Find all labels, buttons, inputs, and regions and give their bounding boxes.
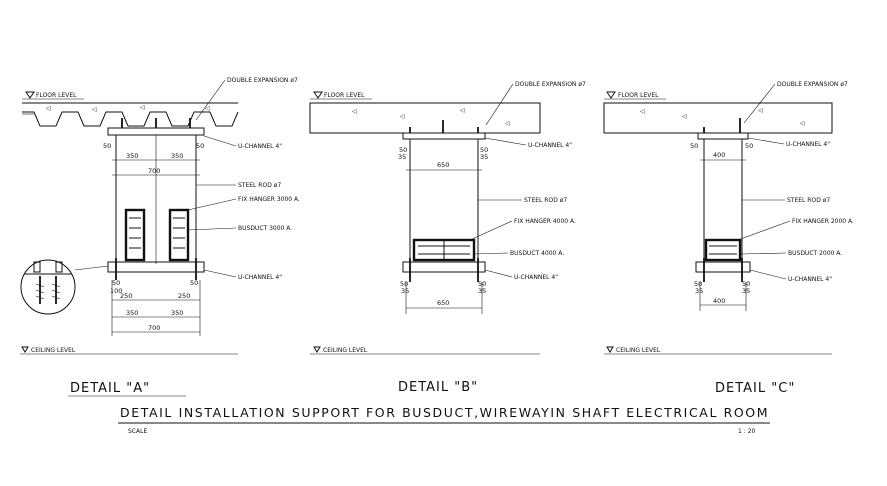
svg-text:◁: ◁ xyxy=(352,108,357,115)
level-marker-icon xyxy=(25,91,35,99)
svg-text:400: 400 xyxy=(713,297,725,305)
svg-text:◁: ◁ xyxy=(92,106,97,113)
svg-text:U-CHANNEL 4": U-CHANNEL 4" xyxy=(238,274,282,281)
svg-text:50: 50 xyxy=(400,280,408,288)
detail-c-title: DETAIL "C" xyxy=(715,381,795,396)
level-marker-icon xyxy=(606,91,616,99)
detail-c: FLOOR LEVEL ◁◁◁◁ 400 50 50 50 35 50 35 4… xyxy=(603,81,854,396)
svg-text:50: 50 xyxy=(103,142,111,150)
detail-b: FLOOR LEVEL ◁◁◁◁ 50 35 50 35 650 50 35 5… xyxy=(309,81,586,395)
level-marker-icon xyxy=(606,346,614,353)
svg-text:FIX HANGER 3000 A.: FIX HANGER 3000 A. xyxy=(238,196,300,203)
svg-text:FIX HANGER 4000 A.: FIX HANGER 4000 A. xyxy=(514,218,576,225)
svg-text:250: 250 xyxy=(178,292,190,300)
level-marker-icon xyxy=(313,346,321,353)
svg-text:BUSDUCT 2000 A.: BUSDUCT 2000 A. xyxy=(788,250,842,257)
svg-text:350: 350 xyxy=(126,309,138,317)
svg-text:DOUBLE EXPANSION ø7: DOUBLE EXPANSION ø7 xyxy=(227,77,298,84)
floor-level-label: FLOOR LEVEL xyxy=(324,92,365,99)
svg-text:50: 50 xyxy=(112,279,120,287)
svg-text:650: 650 xyxy=(437,161,449,169)
svg-text:35: 35 xyxy=(398,153,406,161)
svg-text:50: 50 xyxy=(190,279,198,287)
drawing-title: DETAIL INSTALLATION SUPPORT FOR BUSDUCT,… xyxy=(120,405,769,420)
floor-level-label: FLOOR LEVEL xyxy=(618,92,659,99)
u-channel-bottom xyxy=(107,261,205,273)
svg-text:BUSDUCT 4000 A.: BUSDUCT 4000 A. xyxy=(510,250,564,257)
svg-text:DOUBLE EXPANSION ø7: DOUBLE EXPANSION ø7 xyxy=(777,81,848,88)
svg-text:◁: ◁ xyxy=(460,107,465,114)
svg-text:700: 700 xyxy=(148,167,160,175)
busduct-3000a-right xyxy=(168,208,190,262)
svg-text:U-CHANNEL 4": U-CHANNEL 4" xyxy=(786,141,830,148)
busduct-4000a xyxy=(412,238,476,262)
ceiling-level-label: CEILING LEVEL xyxy=(616,347,661,354)
svg-text:35: 35 xyxy=(695,287,703,295)
u-channel-top xyxy=(697,132,749,140)
svg-text:50: 50 xyxy=(399,146,407,154)
svg-text:STEEL ROD ø7: STEEL ROD ø7 xyxy=(787,197,830,204)
svg-text:◁: ◁ xyxy=(46,105,51,112)
corrugated-deck xyxy=(22,111,239,127)
svg-text:700: 700 xyxy=(148,324,160,332)
svg-text:50: 50 xyxy=(694,280,702,288)
svg-text:DOUBLE EXPANSION ø7: DOUBLE EXPANSION ø7 xyxy=(515,81,586,88)
svg-text:350: 350 xyxy=(171,309,183,317)
svg-text:50: 50 xyxy=(480,146,488,154)
svg-text:◁: ◁ xyxy=(505,120,510,127)
detail-a-title: DETAIL "A" xyxy=(70,381,150,396)
svg-text:BUSDUCT 3000 A.: BUSDUCT 3000 A. xyxy=(238,225,292,232)
svg-text:◁: ◁ xyxy=(640,108,645,115)
busduct-3000a-left xyxy=(124,208,146,262)
svg-text:250: 250 xyxy=(120,292,132,300)
concrete-slab xyxy=(603,102,833,134)
svg-text:50: 50 xyxy=(690,142,698,150)
svg-text:35: 35 xyxy=(480,153,488,161)
zoom-detail-circle xyxy=(20,259,109,315)
svg-text:350: 350 xyxy=(126,152,138,160)
floor-level-label: FLOOR LEVEL xyxy=(36,92,77,99)
svg-text:35: 35 xyxy=(401,287,409,295)
svg-text:U-CHANNEL 4": U-CHANNEL 4" xyxy=(528,142,572,149)
level-marker-icon xyxy=(313,91,323,99)
scale-label: SCALE xyxy=(128,428,147,435)
svg-text:FIX HANGER 2000 A.: FIX HANGER 2000 A. xyxy=(792,218,854,225)
svg-text:100: 100 xyxy=(110,287,122,295)
u-channel-top xyxy=(402,132,486,140)
svg-text:U-CHANNEL 4": U-CHANNEL 4" xyxy=(238,143,282,150)
svg-text:◁: ◁ xyxy=(682,113,687,120)
svg-text:U-CHANNEL 4": U-CHANNEL 4" xyxy=(788,276,832,283)
u-channel-bottom xyxy=(402,261,486,273)
svg-text:◁: ◁ xyxy=(800,120,805,127)
ceiling-level-label: CEILING LEVEL xyxy=(323,347,368,354)
svg-text:◁: ◁ xyxy=(400,113,405,120)
svg-text:U-CHANNEL 4": U-CHANNEL 4" xyxy=(514,274,558,281)
svg-text:◁: ◁ xyxy=(140,104,145,111)
svg-text:◁: ◁ xyxy=(758,107,763,114)
svg-text:50: 50 xyxy=(745,142,753,150)
svg-text:STEEL ROD ø7: STEEL ROD ø7 xyxy=(524,197,567,204)
scale-value: 1 : 20 xyxy=(738,428,755,435)
svg-text:STEEL ROD ø7: STEEL ROD ø7 xyxy=(238,182,281,189)
svg-text:◁: ◁ xyxy=(205,105,210,112)
u-channel-top xyxy=(107,127,205,136)
detail-a: FLOOR LEVEL ◁ ◁ ◁ ◁ 350 350 700 50 50 xyxy=(20,77,300,397)
detail-b-title: DETAIL "B" xyxy=(398,380,478,395)
svg-text:400: 400 xyxy=(713,151,725,159)
svg-text:350: 350 xyxy=(171,152,183,160)
concrete-slab xyxy=(309,102,541,134)
ceiling-level-label: CEILING LEVEL xyxy=(31,347,76,354)
svg-text:650: 650 xyxy=(437,299,449,307)
u-channel-bottom xyxy=(695,261,751,273)
busduct-2000a xyxy=(704,238,742,262)
svg-text:50: 50 xyxy=(196,142,204,150)
level-marker-icon xyxy=(21,346,29,353)
